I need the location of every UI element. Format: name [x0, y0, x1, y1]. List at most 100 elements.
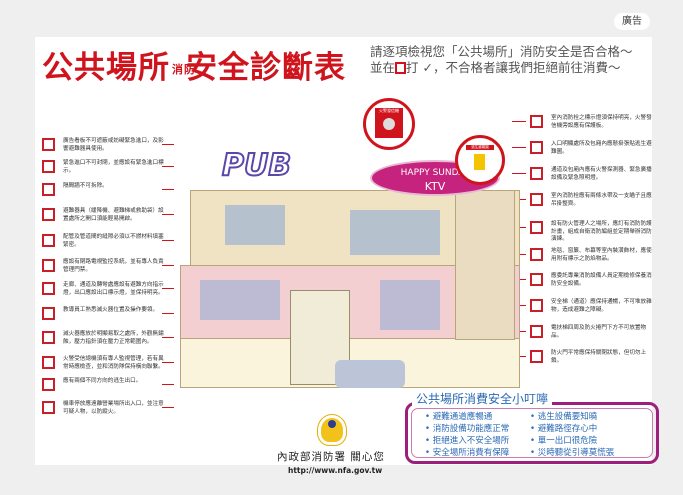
checklist-item[interactable]: 應設有閉路電視監控系統，並有專人負責管理門禁。: [42, 259, 167, 274]
checklist-item[interactable]: 隔間牆不可拆除。: [42, 183, 167, 196]
checklist-item[interactable]: 入口明顯處所及包廂內應懸掛張貼逃生避難圖。: [530, 141, 655, 156]
map-label: 逃生避難圖: [466, 145, 494, 150]
tip-item: • 避難通道應暢通: [425, 410, 492, 422]
leader-line: [162, 313, 174, 314]
ad-badge: 廣告: [614, 13, 650, 30]
checklist-item[interactable]: 廣告看板不可遮蔽或妨礙緊急進口，及影響避難器具使用。: [42, 138, 167, 153]
checkbox[interactable]: [42, 138, 55, 151]
checklist-item[interactable]: 應委託專業消防設備人員定期檢修保養消防安全設備。: [530, 273, 655, 288]
checkbox[interactable]: [530, 115, 543, 128]
checklist-text: 地毯、窗簾、布幕等室內裝潢飾材，應使用附有標示之防焰物品。: [551, 248, 652, 262]
checklist-text: 配管及管道間的縫隙必須以不燃材料填塞緊密。: [63, 234, 164, 248]
tip-item: • 消防設備功能應正常: [425, 422, 509, 434]
evacuation-map-callout: 逃生避難圖: [455, 135, 505, 185]
tip-item: • 災時聽從引導莫慌張: [530, 446, 614, 458]
checklist-text: 室內消防栓應有兩條水帶及一支瞄子且應吊掛整齊。: [551, 193, 652, 207]
subtitle-line1: 請逐項檢視您「公共場所」消防安全是否合格～: [370, 44, 633, 59]
checklist-item[interactable]: 滅火器應放於明顯易取之處所，外觀無鏽蝕，壓力指針須在壓力正常範圍內。: [42, 331, 167, 346]
bullet-icon: •: [425, 448, 433, 458]
checkbox[interactable]: [530, 299, 543, 312]
checklist-item[interactable]: 火警受信總機須有專人監視管理，若有異常時應檢查，並和消防隊保持橫向聯繫。: [42, 356, 167, 371]
checklist-text: 緊急進口不可封閉，並應設有緊急進口標示。: [63, 160, 164, 174]
tip-item: • 逃生設備要知曉: [530, 410, 597, 422]
checklist-text: 應委託專業消防設備人員定期檢修保養消防安全設備。: [551, 273, 652, 287]
tip-item: • 避難路徑存心中: [530, 422, 597, 434]
ktv-line1: HAPPY SUNDAY: [400, 168, 470, 178]
nfa-emblem-icon: [318, 415, 346, 445]
checkbox[interactable]: [42, 378, 55, 391]
checklist-item[interactable]: 防火門平常應保持關閉狀態，但切勿上鎖。: [530, 350, 655, 365]
checklist-text: 教導員工熟悉滅火器位置及操作要領。: [63, 307, 159, 313]
checkbox[interactable]: [530, 193, 543, 206]
checklist-item[interactable]: 地毯、窗簾、布幕等室內裝潢飾材，應使用附有標示之防焰物品。: [530, 248, 655, 263]
footer-url[interactable]: http://www.nfa.gov.tw: [288, 466, 383, 475]
tip-text: 安全場所消費有保障: [432, 448, 510, 458]
title-part-a: 公共場所: [42, 50, 170, 86]
bullet-icon: •: [530, 436, 538, 446]
checklist-text: 火警受信總機須有專人監視管理，若有異常時應檢查，並和消防隊保持橫向聯繫。: [63, 356, 164, 370]
bullet-icon: •: [425, 424, 433, 434]
checklist-item[interactable]: 安全梯（通道）應保持通暢，不可堆放雜物，造成避難之障礙。: [530, 299, 655, 314]
checkbox[interactable]: [42, 331, 55, 344]
tip-item: • 拒絕進入不安全場所: [425, 434, 509, 446]
checklist-text: 電扶梯四周及防火捲門下方不可放置物品。: [551, 325, 647, 339]
tip-text: 拒絕進入不安全場所: [432, 436, 510, 446]
leader-line: [162, 288, 174, 289]
checkbox[interactable]: [42, 160, 55, 173]
fire-alarm-icon: 火警發信機: [375, 108, 403, 138]
subtitle-line2b: 打 ✓，不合格者讓我們拒絕前往消費～: [406, 60, 621, 75]
checklist-item[interactable]: 配管及管道間的縫隙必須以不燃材料填塞緊密。: [42, 234, 167, 249]
checklist-item[interactable]: 避難器具（緩降機、避難梯或救助袋）設置處所之開口須能輕易開啟。: [42, 208, 167, 223]
tip-text: 避難通道應暢通: [432, 412, 493, 422]
checklist-text: 避難器具（緩降機、避難梯或救助袋）設置處所之開口須能輕易開啟。: [63, 208, 164, 222]
checkbox[interactable]: [42, 401, 55, 414]
leader-line: [162, 189, 174, 190]
checklist-text: 安全梯（通道）應保持通暢，不可堆放雜物，造成避難之障礙。: [551, 299, 652, 313]
leader-line: [512, 147, 526, 148]
fire-alarm-callout: 火警發信機: [363, 98, 415, 150]
leader-line: [162, 384, 174, 385]
checklist-text: 隔間牆不可拆除。: [63, 183, 108, 189]
leader-line: [162, 144, 174, 145]
checkbox[interactable]: [530, 248, 543, 261]
checklist-item[interactable]: 室內消防栓之標示燈須保持明亮，火警發信機旁設應有保護板。: [530, 115, 655, 130]
checkbox[interactable]: [42, 282, 55, 295]
checkbox[interactable]: [530, 350, 543, 363]
checklist-text: 滅火器應放於明顯易取之處所，外觀無鏽蝕，壓力指針須在壓力正常範圍內。: [63, 331, 164, 345]
checklist-item[interactable]: 通道及包廂內應有火警探測器、緊急廣播設備及緊急照明燈。: [530, 167, 655, 182]
checklist-text: 應有兩個不同方向的逃生出口。: [63, 378, 142, 384]
bullet-icon: •: [530, 448, 538, 458]
checklist-item[interactable]: 緊急進口不可封閉，並應設有緊急進口標示。: [42, 160, 167, 175]
leader-line: [162, 265, 174, 266]
checklist-item[interactable]: 教導員工熟悉滅火器位置及操作要領。: [42, 307, 167, 320]
checkbox[interactable]: [530, 167, 543, 180]
checkbox[interactable]: [530, 273, 543, 286]
checklist-item[interactable]: 機車停放應遠離營業場所出入口，並注意可疑人物，以防縱火。: [42, 401, 167, 416]
checkbox[interactable]: [530, 221, 543, 234]
leader-line: [512, 121, 526, 122]
checklist-item[interactable]: 電扶梯四周及防火捲門下方不可放置物品。: [530, 325, 655, 340]
checkbox[interactable]: [42, 183, 55, 196]
checkbox[interactable]: [42, 307, 55, 320]
checklist-text: 通道及包廂內應有火警探測器、緊急廣播設備及緊急照明燈。: [551, 167, 652, 181]
checklist-text: 室內消防栓之標示燈須保持明亮，火警發信機旁設應有保護板。: [551, 115, 652, 129]
ktv-line2: KTV: [424, 180, 446, 193]
checklist-item[interactable]: 應有兩個不同方向的逃生出口。: [42, 378, 167, 391]
leader-line: [162, 362, 174, 363]
checkbox[interactable]: [42, 234, 55, 247]
title-part-b: 安全診斷表: [186, 50, 346, 86]
tip-item: • 單一出口很危險: [530, 434, 597, 446]
checklist-text: 應設有閉路電視監控系統，並有專人負責管理門禁。: [63, 259, 164, 273]
checkbox[interactable]: [42, 208, 55, 221]
checkbox[interactable]: [42, 259, 55, 272]
checkbox[interactable]: [530, 325, 543, 338]
checklist-item[interactable]: 走廊、通道及轉彎處應設有避難方向指示燈，出口應設出口標示燈，並保持明亮。: [42, 282, 167, 297]
checklist-item[interactable]: 設有防火管理人之場所，應訂有消防防護計畫，組成自衛消防編組並定期舉辦消防演練。: [530, 221, 655, 244]
poster-title: 公共場所消防安全診斷表: [42, 42, 346, 87]
footer-org: 內政部消防署 關心您: [277, 451, 385, 463]
checklist-item[interactable]: 室內消防栓應有兩條水帶及一支瞄子且應吊掛整齊。: [530, 193, 655, 208]
bullet-icon: •: [425, 412, 433, 422]
checkbox[interactable]: [530, 141, 543, 154]
subtitle-line2a: 並在: [370, 60, 396, 75]
checkbox[interactable]: [42, 356, 55, 369]
